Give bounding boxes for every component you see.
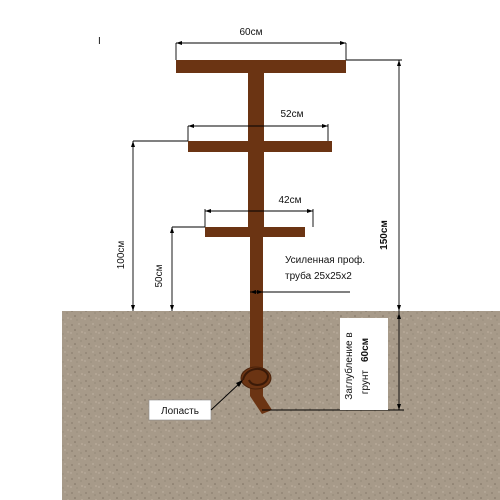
blade-pointer: [210, 380, 243, 411]
lower-crossbar: [205, 227, 305, 237]
depth-label-line1: Заглубление в: [343, 332, 355, 399]
depth-label-line2: грунт: [360, 370, 371, 395]
middle-bar-width-label: 52см: [281, 109, 304, 120]
height-50-dimension: [170, 226, 205, 311]
middle-bar-dimension: [187, 124, 329, 141]
depth-label-box: [340, 318, 388, 410]
pole-pipe: [250, 236, 263, 396]
lower-bar-dimension: [204, 209, 314, 227]
top-bar-dimension: [175, 41, 347, 60]
pipe-label-line2: труба 25х25х2: [285, 270, 352, 282]
pole-upper: [248, 70, 264, 236]
top-crossbar: [176, 60, 346, 73]
depth-value-label: 60см: [360, 338, 371, 362]
pole-tip: [250, 396, 272, 414]
middle-crossbar: [188, 141, 332, 152]
pipe-label-line1: Усиленная проф.: [285, 254, 365, 266]
ground: [62, 311, 500, 500]
pipe-label-box: [266, 248, 366, 286]
pipe-width-marker: [250, 290, 350, 294]
height-50-label: 50см: [154, 264, 165, 287]
lower-bar-width-label: 42см: [279, 195, 302, 206]
blade: [240, 366, 272, 390]
height-100-label: 100см: [116, 241, 127, 270]
height-150-dimension: [346, 59, 402, 311]
height-100-dimension: [131, 140, 188, 311]
blade-label: Лопасть: [161, 406, 199, 417]
height-150-label: 150см: [379, 220, 390, 250]
top-bar-width-label: 60см: [240, 27, 263, 38]
corner-mark: I: [98, 36, 101, 47]
